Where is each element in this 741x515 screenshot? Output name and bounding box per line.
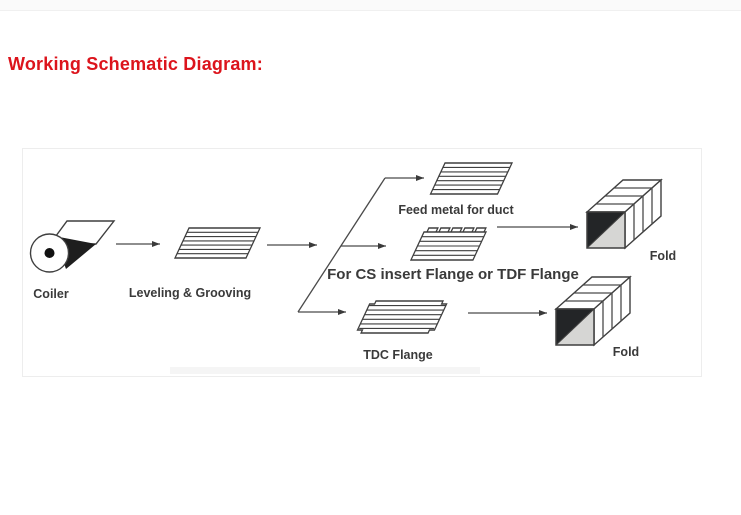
- grooved-sheet-icon-leveling: [173, 227, 262, 259]
- fold-top-label: Fold: [650, 249, 676, 263]
- feed-metal-label: Feed metal for duct: [398, 203, 514, 217]
- leveling-grooving-label: Leveling & Grooving: [129, 286, 251, 300]
- cs-flange-label: For CS insert Flange or TDF Flange: [327, 266, 579, 283]
- coiler-icon: [29, 220, 116, 273]
- feed-metal-sheet-icon: [429, 162, 514, 195]
- branch-connector: [297, 175, 424, 315]
- tdc-flange-sheet-icon: [356, 300, 448, 334]
- cs-flange-sheet-icon: [409, 227, 488, 261]
- coil-center-dot: [44, 248, 55, 258]
- page-top-strip: [0, 0, 741, 11]
- page-title: Working Schematic Diagram:: [8, 54, 263, 74]
- scan-area-frame: [22, 148, 702, 377]
- coiler-label: Coiler: [33, 287, 69, 301]
- fold-bottom-label: Fold: [613, 345, 639, 359]
- tdc-flange-label: TDC Flange: [363, 348, 432, 362]
